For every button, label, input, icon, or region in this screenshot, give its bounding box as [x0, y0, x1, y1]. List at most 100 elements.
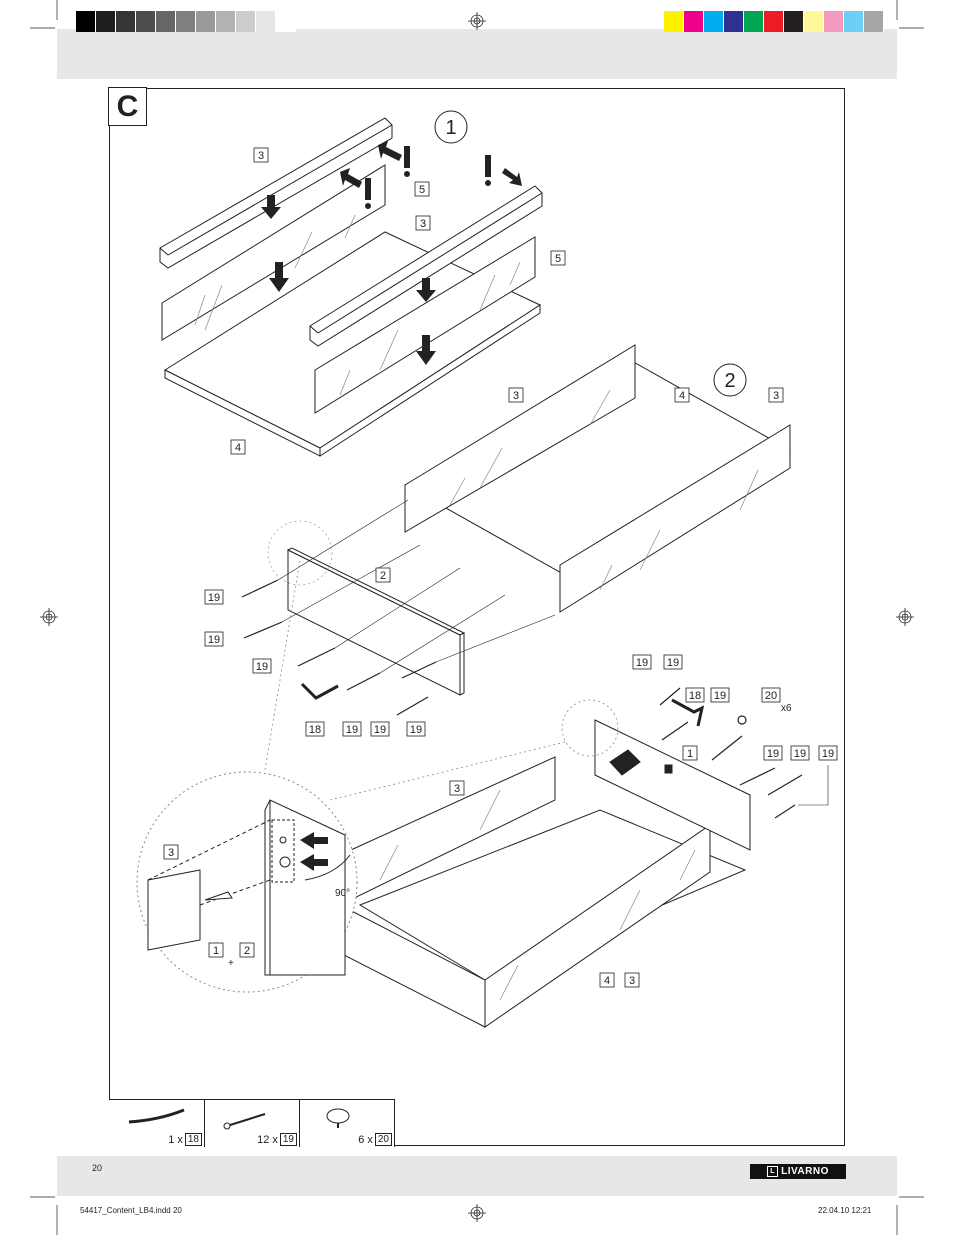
callout-detail-panel-b: 2 [239, 942, 255, 958]
callout-text: + [228, 958, 234, 969]
rail-back-step2 [404, 344, 636, 533]
push-arrow-icon [300, 854, 328, 871]
grayscale-color-bar [76, 11, 296, 32]
color-swatch [764, 11, 784, 32]
down-arrow-icon [416, 278, 436, 302]
screw-icon [243, 621, 283, 639]
step-1-number: 1 [445, 117, 456, 139]
rail-left [159, 117, 393, 269]
color-swatch [196, 11, 216, 32]
callout-text: 19 [767, 748, 779, 760]
color-swatch [176, 11, 196, 32]
warning-icon [404, 146, 410, 168]
callout-s3-screw-a: 19 [632, 654, 652, 670]
detail-callout-circle [561, 699, 619, 757]
callout-s2-screw-f: 19 [406, 721, 426, 737]
parts-number: 20 [374, 1133, 392, 1146]
callout-s2-key: 18 [305, 721, 325, 737]
callout-text: 2 [380, 570, 386, 582]
callout-text: 3 [420, 218, 426, 230]
color-swatch [864, 11, 884, 32]
color-swatch [684, 11, 704, 32]
callout-s3-rail: 3 [449, 780, 465, 796]
screw-icon [401, 661, 437, 679]
callout-s2-screw-d: 19 [342, 721, 362, 737]
callout-text: 19 [794, 748, 806, 760]
callout-text: 3 [773, 390, 779, 402]
callout-text: 3 [168, 847, 174, 859]
callout-s3-base: 4 [599, 972, 615, 988]
screw-icon [711, 735, 743, 761]
step-3-illustration [339, 719, 751, 1028]
instruction-frame [109, 88, 845, 1146]
color-swatch [704, 11, 724, 32]
registration-mark-icon [896, 608, 914, 626]
push-arrow-icon [609, 749, 641, 776]
callout-text: 19 [410, 724, 422, 736]
screw-icon [767, 774, 803, 796]
callout-text: 19 [374, 724, 386, 736]
registration-marks [40, 12, 914, 1222]
knob-icon [326, 1108, 350, 1128]
pull-arrow-icon [340, 168, 362, 188]
color-swatch [724, 11, 744, 32]
color-swatch [156, 11, 176, 32]
section-letter: C [108, 87, 147, 126]
allen-key-icon [300, 682, 339, 700]
allen-key-icon [128, 1108, 185, 1124]
callout-s2-screw-b: 19 [204, 631, 224, 647]
detail-callout-circle [267, 520, 333, 586]
step-2-illustration [286, 344, 792, 696]
color-swatch [664, 11, 684, 32]
callout-s2-screw-a: 19 [204, 589, 224, 605]
down-arrow-icon [261, 195, 281, 219]
color-swatch [276, 11, 296, 32]
callout-s3-rail-side: 3 [624, 972, 640, 988]
callout-detail-plus: + [228, 958, 234, 969]
callout-detail-angle: 90° [335, 888, 350, 899]
process-color-bar [664, 11, 884, 32]
screw-icon [223, 1113, 266, 1130]
rail-front-step3 [484, 824, 711, 1028]
warning-icon [485, 155, 491, 177]
callout-s3-screw-b: 19 [663, 654, 683, 670]
callout-s1-rail-left: 3 [253, 147, 269, 163]
color-swatch [216, 11, 236, 32]
color-swatch [824, 11, 844, 32]
callout-s1-base: 4 [230, 439, 246, 455]
color-swatch [76, 11, 96, 32]
screw-icon [241, 579, 279, 598]
callout-s3-screw-c: 19 [710, 687, 730, 703]
callout-text: 4 [235, 442, 241, 454]
callout-s3-screw-d: 19 [763, 745, 783, 761]
detail-view [136, 559, 566, 993]
color-swatch [804, 11, 824, 32]
callout-s3-key: 18 [685, 687, 705, 703]
callout-text: 19 [208, 634, 220, 646]
screw-icon [659, 687, 681, 706]
step-numbers: 1 2 [434, 110, 747, 397]
brand-name: LIVARNO [781, 1166, 829, 1177]
brand-mark-icon: L [767, 1166, 779, 1177]
callout-text: 5 [419, 184, 425, 196]
callout-text: 18 [689, 690, 701, 702]
callout-s2-rail-back: 3 [508, 387, 524, 403]
step-1-illustration [159, 117, 543, 457]
color-swatch [256, 11, 276, 32]
callout-s2-screw-c: 19 [252, 658, 272, 674]
registration-mark-icon [468, 1204, 486, 1222]
print-file-info: 54417_Content_LB4.indd 20 [80, 1206, 182, 1215]
base-panel [163, 231, 542, 449]
callout-s1-rail-right: 3 [415, 215, 431, 231]
parts-number: 18 [184, 1133, 202, 1146]
callout-text: 19 [822, 748, 834, 760]
callout-text: 3 [258, 150, 264, 162]
screw-icon [739, 767, 776, 786]
callout-text: 90° [335, 888, 350, 899]
color-swatch [96, 11, 116, 32]
callout-s3-knob: 20 [761, 687, 781, 703]
